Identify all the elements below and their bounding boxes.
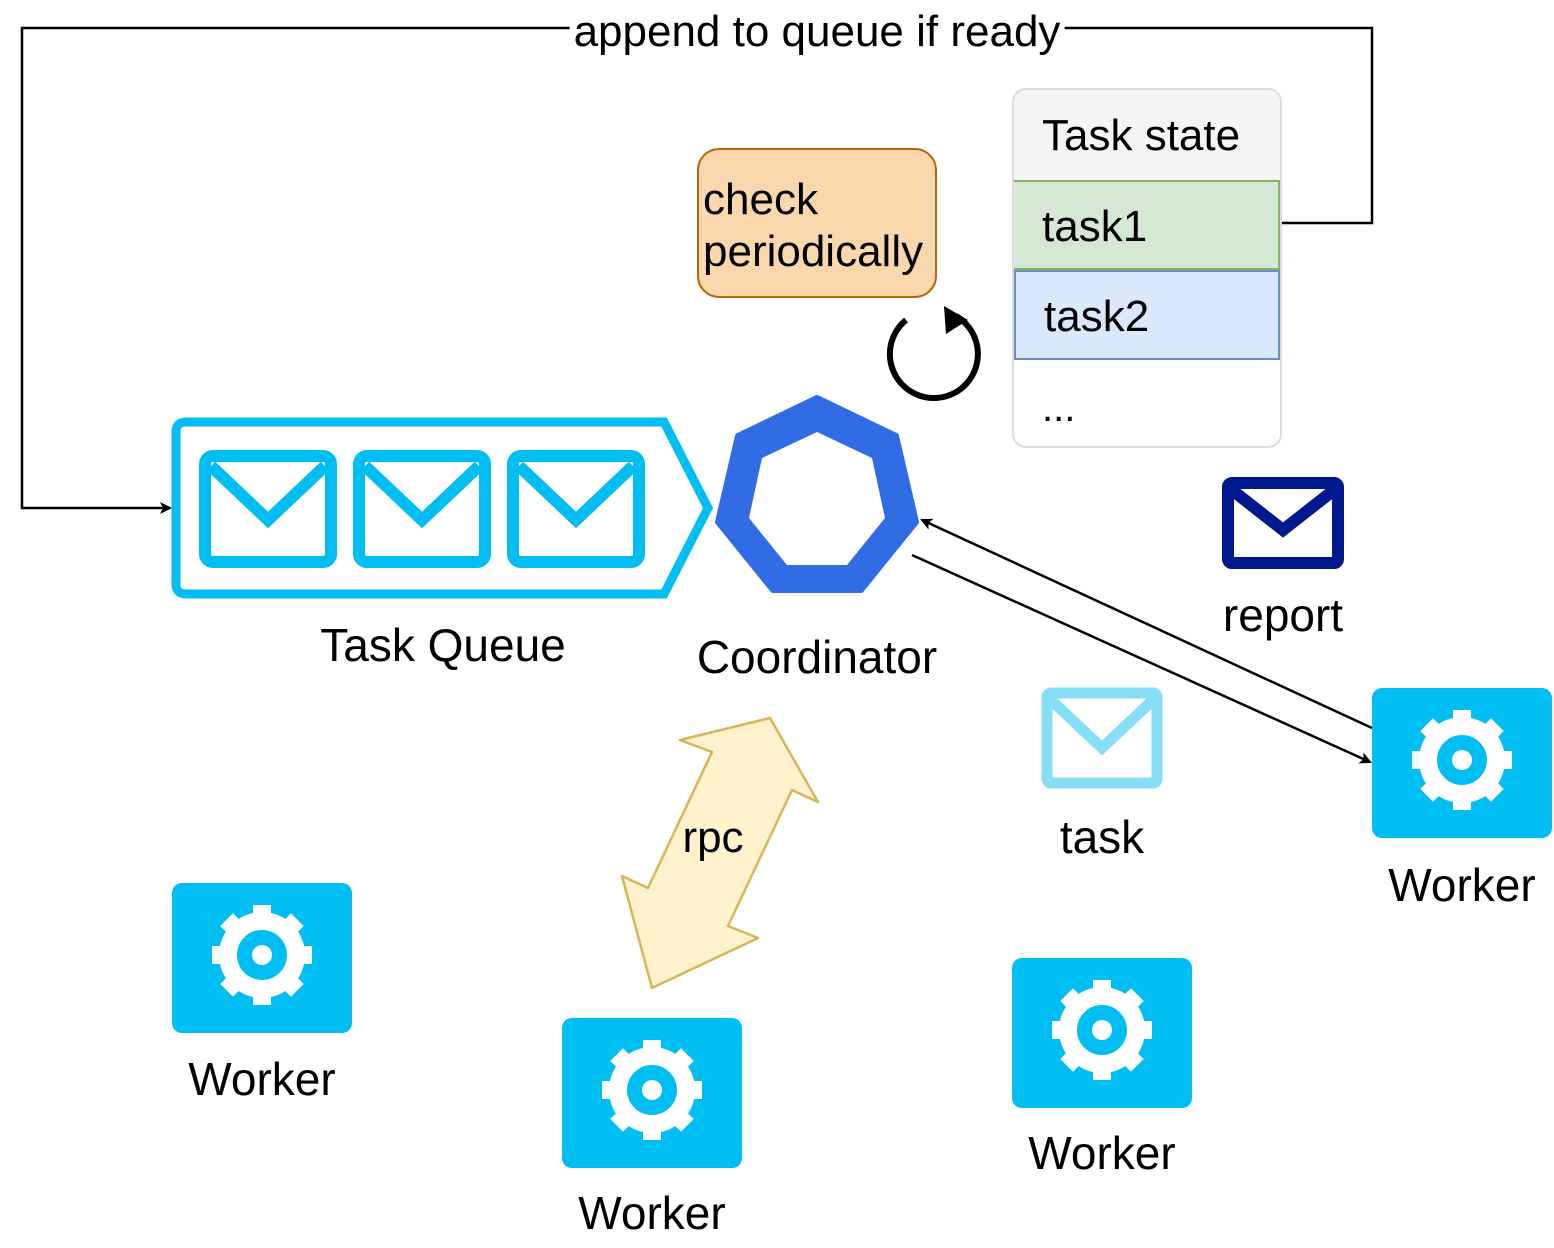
rpc-double-arrow: [620, 716, 820, 990]
envelope-icon: [1222, 477, 1344, 569]
task-queue: [171, 417, 714, 599]
task-state-row: task1: [1014, 180, 1280, 270]
coordinator-icon: [715, 395, 919, 593]
task-state-row: task2: [1014, 270, 1280, 360]
gear-icon: [602, 1040, 702, 1140]
worker-node: [562, 1018, 742, 1168]
refresh-icon: [886, 306, 981, 402]
task-state-row: ...: [1042, 386, 1076, 430]
worker-node: [1372, 688, 1552, 838]
report-edge: [920, 518, 1373, 730]
envelope-icon: [353, 450, 491, 568]
worker-node: [172, 883, 352, 1033]
envelope-icon: [199, 450, 337, 568]
check-line-2: periodically: [703, 227, 924, 276]
worker-label: Worker: [1388, 859, 1536, 911]
gear-icon: [1412, 710, 1512, 810]
check-periodically-note: check periodically: [697, 148, 937, 298]
coordinator-label: Coordinator: [696, 631, 938, 683]
envelope-icon: [507, 450, 645, 568]
task-edge: [911, 553, 1372, 764]
report-label: report: [1222, 589, 1344, 641]
task-state-table: Task state task1 task2 ...: [1012, 88, 1282, 448]
envelope-icon: [1041, 687, 1163, 789]
rpc-label: rpc: [682, 813, 744, 862]
gear-icon: [212, 905, 312, 1005]
worker-node: [1012, 958, 1192, 1108]
worker-label: Worker: [578, 1187, 726, 1239]
worker-label: Worker: [188, 1053, 336, 1105]
worker-label: Worker: [1028, 1127, 1176, 1179]
check-line-1: check: [703, 175, 818, 224]
loop-edge-label: append to queue if ready: [569, 10, 1065, 54]
task-label: task: [1059, 811, 1145, 863]
task-state-header: Task state: [1014, 90, 1280, 180]
gear-icon: [1052, 980, 1152, 1080]
task-queue-label: Task Queue: [320, 619, 566, 671]
